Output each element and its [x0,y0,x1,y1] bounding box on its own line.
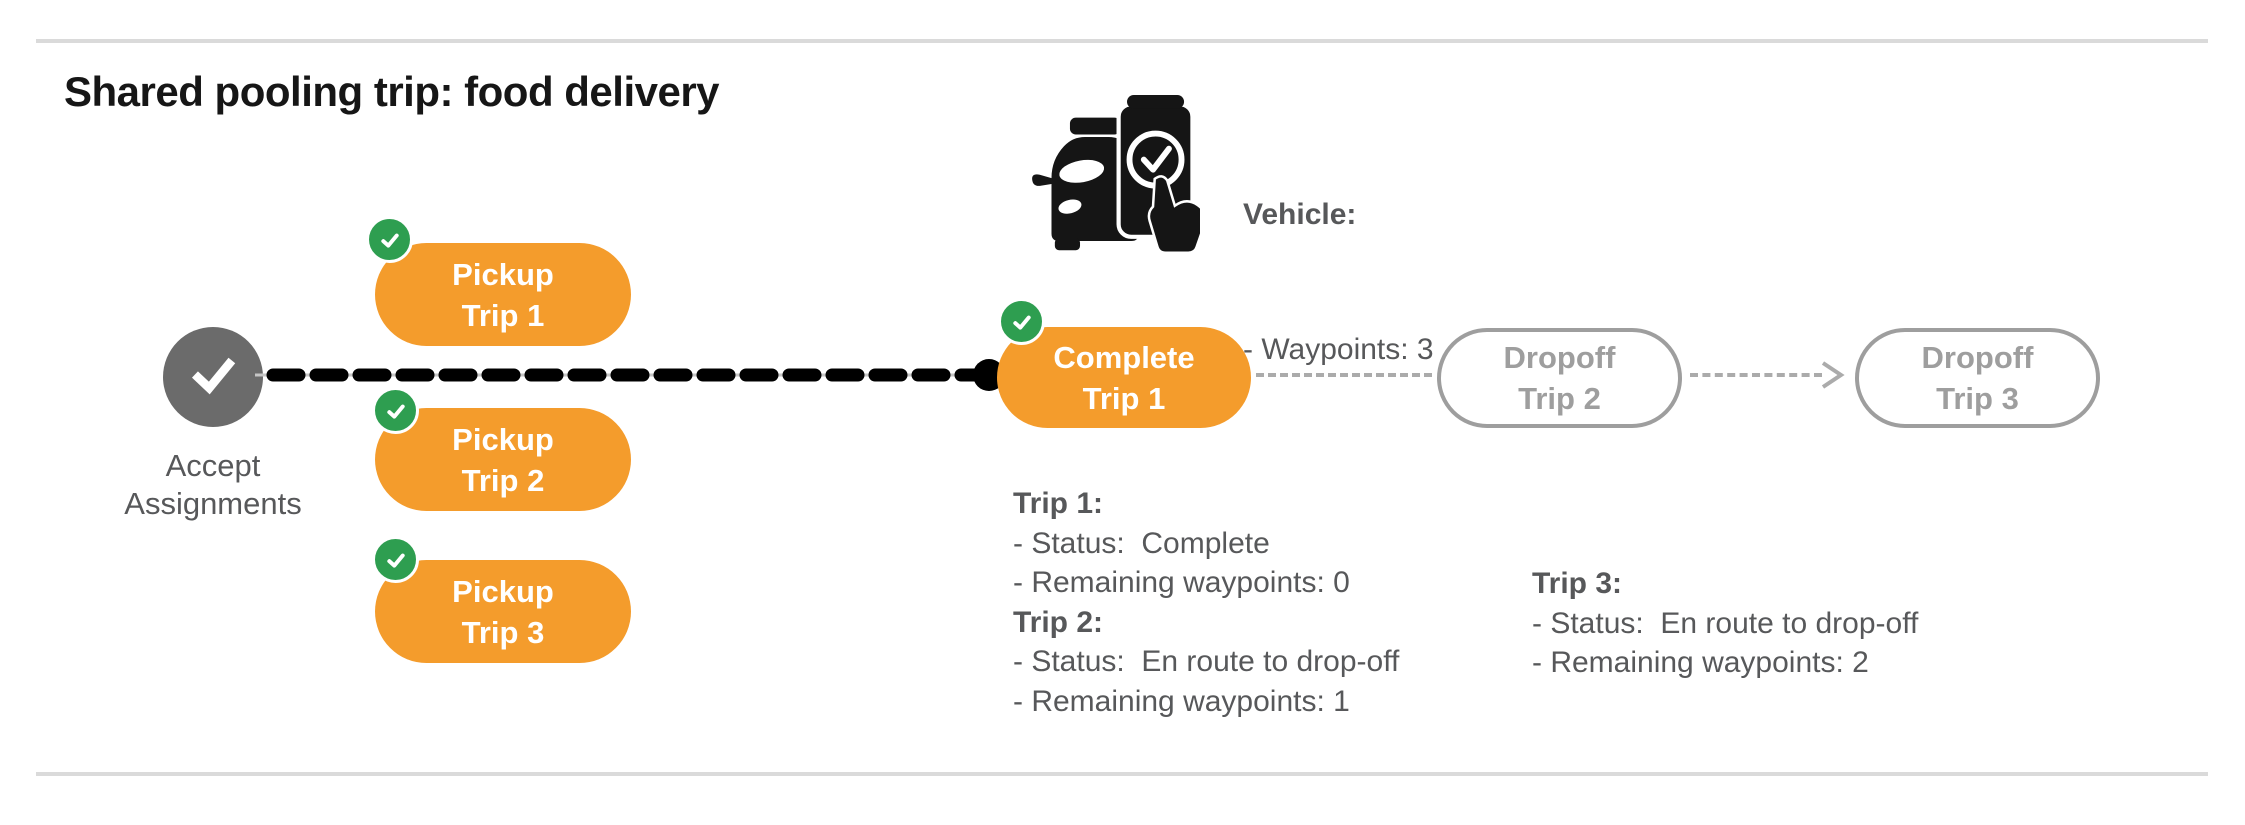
vehicle-waypoints: - Waypoints: 3 [1243,333,1434,366]
trip-3-status: - Status: En route to drop-off [1532,606,1919,640]
accept-assignments-node [163,327,263,427]
dropoff-trip-2-node: Dropoff Trip 2 [1437,328,1682,428]
trip-1-status: - Status: Complete [1013,526,1270,560]
route-dashed-line [255,355,996,395]
dropoff-trip-3-node: Dropoff Trip 3 [1855,328,2100,428]
vehicle-info: Vehicle: - Waypoints: 3 [1243,102,1434,462]
trip-2-waypoints: - Remaining waypoints: 1 [1013,684,1350,718]
trip-2-status: - Status: En route to drop-off [1013,645,1400,678]
check-badge-icon [366,216,413,263]
vehicle-label: Vehicle: [1243,198,1357,231]
check-badge-icon [372,536,419,583]
pickup-trip-1-node: Pickup Trip 1 [375,243,631,346]
top-divider [36,39,2208,43]
trip-1-waypoints: - Remaining waypoints: 0 [1013,566,1350,599]
accept-assignments-label: Accept Assignments [124,448,302,521]
trip-status-block-right: Trip 3: - Status: En route to drop-off -… [1532,564,2052,683]
trip-1-header: Trip 1: [1013,487,1104,520]
check-badge-icon [372,387,419,434]
trip-3-header: Trip 3: [1532,567,1623,600]
arrow-right-icon [1816,358,1846,397]
bottom-divider [36,772,2208,776]
check-badge-icon [998,298,1045,345]
complete-trip-1-node: Complete Trip 1 [997,327,1251,428]
trip-2-header: Trip 2: [1013,605,1104,639]
trip-3-waypoints: - Remaining waypoints: 2 [1532,646,1869,679]
check-icon [182,344,244,411]
trip-status-block-left: Trip 1: - Status: Complete - Remaining w… [1013,484,1533,721]
car-phone-check-icon [1028,84,1207,254]
pickup-trip-2-node: Pickup Trip 2 [375,408,631,511]
page-title: Shared pooling trip: food delivery [64,68,720,115]
pickup-trip-3-node: Pickup Trip 3 [375,560,631,663]
connector-dropoff2-to-dropoff3 [1690,373,1822,377]
connector-complete-to-dropoff2 [1256,373,1432,377]
